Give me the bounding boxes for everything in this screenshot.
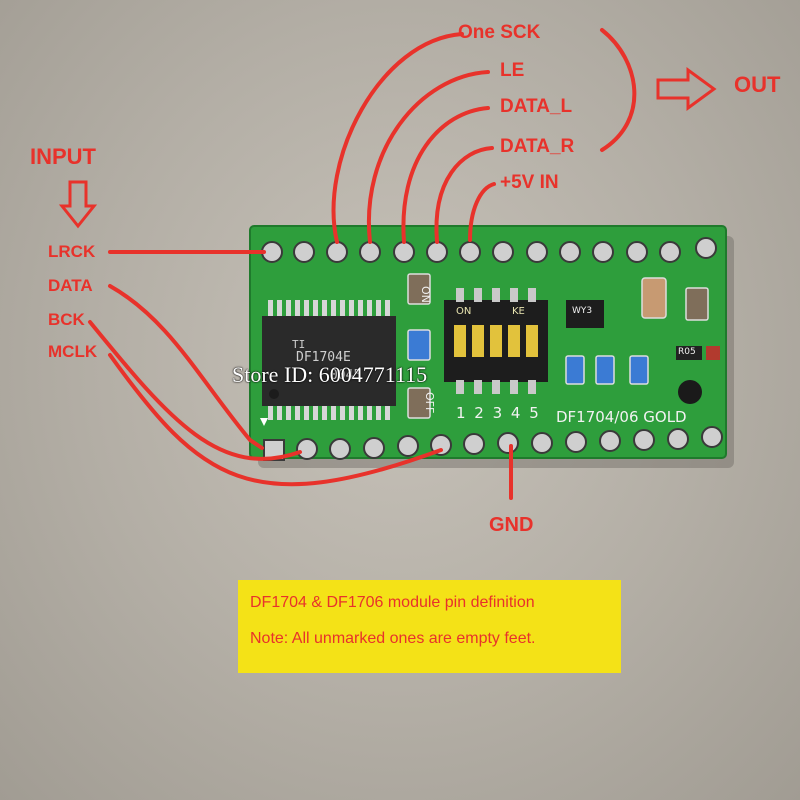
regulator-marking: WY3 [572,306,593,316]
label-gnd: GND [489,514,534,536]
label-data: DATA [48,276,93,295]
dip-ke-text: KE [512,306,525,317]
board-model-text: DF1704/06 GOLD [556,408,687,426]
label-lrck: LRCK [48,242,96,261]
dip-switch [444,288,548,394]
label-data-r: DATA_R [500,136,575,157]
pin1-marker [260,418,268,426]
label-one-sck: One SCK [458,22,541,43]
label-data-l: DATA_L [500,96,573,117]
note-text: Note: All unmarked ones are empty feet. [250,630,536,647]
pin-definition-note: DF1704 & DF1706 module pin definition No… [238,580,621,673]
chip-marking-logo: TI [292,338,306,351]
annotation-lines [88,28,637,500]
smd-components [407,273,720,419]
df1704-chip [262,300,396,420]
dip-on-text: ON [456,306,472,317]
label-bck: BCK [48,310,85,329]
store-watermark: Store ID: 6004771115 [232,362,428,387]
label-mclk: MCLK [48,342,98,361]
chip-marking-code: 0045 [330,368,362,383]
label-input: INPUT [30,144,96,169]
bottom-pin-row [263,426,723,461]
label-out: OUT [734,72,781,97]
label-5v-in: +5V IN [500,172,559,193]
dip-numbers: 1 2 3 4 5 [456,404,541,422]
side-off-text: OFF [423,392,436,414]
note-title: DF1704 & DF1706 module pin definition [250,594,535,611]
output-right-arrow-icon [656,67,717,111]
label-le: LE [500,60,525,81]
input-down-arrow-icon [58,180,98,229]
resistor-marking: R05 [678,347,696,357]
chip-marking-model: DF1704E [296,350,351,365]
side-on-text: ON [419,286,432,303]
top-pin-row [261,237,717,263]
